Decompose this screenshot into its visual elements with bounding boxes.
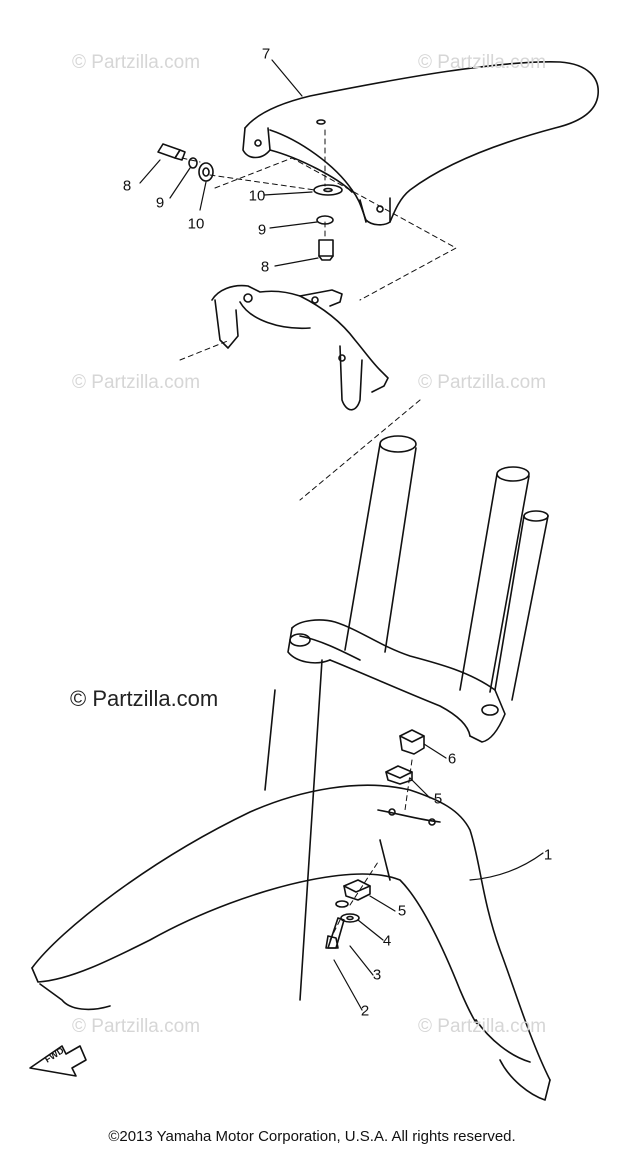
callout-4: 4 (382, 932, 392, 950)
watermark: © Partzilla.com (72, 52, 201, 73)
copyright-notice: ©2013 Yamaha Motor Corporation, U.S.A. A… (108, 1128, 516, 1145)
callout-3: 3 (372, 966, 382, 984)
callout-8-center: 8 (260, 258, 270, 276)
partzilla-watermark: © Partzilla.com (70, 686, 219, 711)
leader-lines (139, 59, 544, 1011)
callout-6: 6 (447, 750, 457, 768)
callout-7: 7 (261, 45, 271, 63)
alignment-lines (179, 129, 457, 941)
bracket (211, 284, 389, 411)
fork-tubes (264, 435, 549, 1001)
callout-5-lower: 5 (397, 902, 407, 920)
callout-10-center: 10 (248, 187, 266, 205)
watermark: © Partzilla.com (72, 1016, 201, 1037)
callout-10-upper-left: 10 (187, 215, 205, 233)
hardware-upper-center (313, 184, 343, 261)
callout-9-upper-left: 9 (155, 194, 165, 212)
part-7-cowl (242, 61, 599, 226)
collar-6-spacer-5 (385, 729, 425, 785)
hardware-upper-left (157, 143, 214, 182)
fwd-arrow-icon (29, 1045, 87, 1077)
watermark: © Partzilla.com (418, 1016, 547, 1037)
watermark: © Partzilla.com (418, 372, 547, 393)
watermark: © Partzilla.com (418, 52, 547, 73)
part-1-fender (31, 784, 551, 1101)
callout-5-upper: 5 (433, 790, 443, 808)
hardware-lower (325, 879, 371, 949)
callout-2: 2 (360, 1002, 370, 1020)
callout-9-center: 9 (257, 221, 267, 239)
triple-clamp (287, 619, 506, 743)
callout-1: 1 (543, 846, 553, 864)
callout-8-upper-left: 8 (122, 177, 132, 195)
watermark: © Partzilla.com (72, 372, 201, 393)
